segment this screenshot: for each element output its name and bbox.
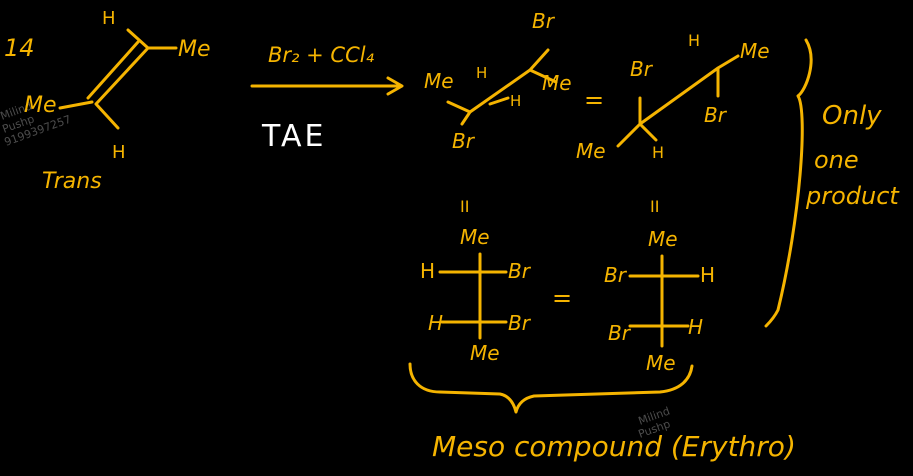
fischer-right-cross	[628, 254, 700, 348]
sawhorse-right-h-top: H	[688, 31, 700, 50]
fischer-right-bottom: Me	[646, 351, 676, 375]
note-only: Only	[822, 101, 882, 131]
reactant-right-me: Me	[178, 37, 211, 62]
equals-sign-fischer: =	[552, 284, 572, 312]
problem-number: 14	[4, 34, 35, 62]
double-bond-lines	[86, 28, 150, 130]
sawhorse-right-br-lower: Br	[704, 103, 728, 127]
product-sawhorse-left: Br Me H Me H Br	[424, 9, 572, 153]
reagent-text: Br₂ + CCl₄	[268, 43, 375, 67]
fischer-right-row1-right: H	[700, 263, 715, 287]
fischer-left-row1-left: H	[420, 259, 435, 283]
fischer-right: II Me Br H Br H Me	[604, 197, 715, 375]
fischer-left-bottom: Me	[470, 341, 500, 365]
fischer-right-equals-mark: II	[650, 197, 659, 216]
equals-sign-top: =	[584, 86, 604, 114]
bottom-brace	[408, 362, 694, 414]
note-meso: Meso compound (Erythro)	[432, 430, 796, 463]
fischer-right-row2-right: H	[688, 315, 703, 339]
fischer-left-row1-right: Br	[508, 259, 532, 283]
reactant-alkene: H Me Me H Trans	[24, 8, 211, 194]
sawhorse-right-h-bottom: H	[652, 143, 664, 162]
reaction-arrow: Br₂ + CCl₄ TAE	[250, 43, 404, 154]
sawhorse-me-left: Me	[424, 69, 454, 93]
sawhorse-top-br: Br	[532, 9, 556, 33]
reactant-left-me: Me	[24, 93, 57, 118]
right-brace	[764, 38, 813, 328]
fischer-right-row2-left: Br	[608, 321, 632, 345]
note-one: one	[814, 146, 859, 174]
reactant-label: Trans	[42, 169, 102, 194]
sawhorse-right-br-left: Br	[630, 57, 654, 81]
fischer-left-top: Me	[460, 225, 490, 249]
fischer-right-row1-left: Br	[604, 263, 628, 287]
fischer-left-row2-right: Br	[508, 311, 532, 335]
arrow-line	[250, 76, 404, 96]
note-product: product	[805, 182, 900, 210]
product-sawhorse-right: Br H Me Br Me H	[576, 31, 770, 163]
reactant-bottom-h: H	[112, 142, 126, 163]
sawhorse-h-low: H	[510, 92, 521, 110]
fischer-left-row2-left: H	[428, 311, 443, 335]
mechanism-label: TAE	[261, 119, 326, 154]
me-bond-left	[58, 100, 94, 110]
sawhorse-right-me-top: Me	[740, 39, 770, 63]
sawhorse-me-right: Me	[542, 71, 572, 95]
fischer-left: II Me H Br H Br Me	[420, 197, 532, 365]
fischer-left-cross	[438, 252, 508, 340]
sawhorse-bonds	[446, 48, 558, 126]
sawhorse-h-mid: H	[476, 64, 487, 82]
fischer-right-top: Me	[648, 227, 678, 251]
fischer-left-equals-mark: II	[460, 197, 469, 216]
sawhorse-right-me-bottom: Me	[576, 139, 606, 163]
sawhorse-right-bonds	[616, 54, 740, 148]
sawhorse-bottom-br: Br	[452, 129, 476, 153]
reactant-top-h: H	[102, 8, 116, 29]
